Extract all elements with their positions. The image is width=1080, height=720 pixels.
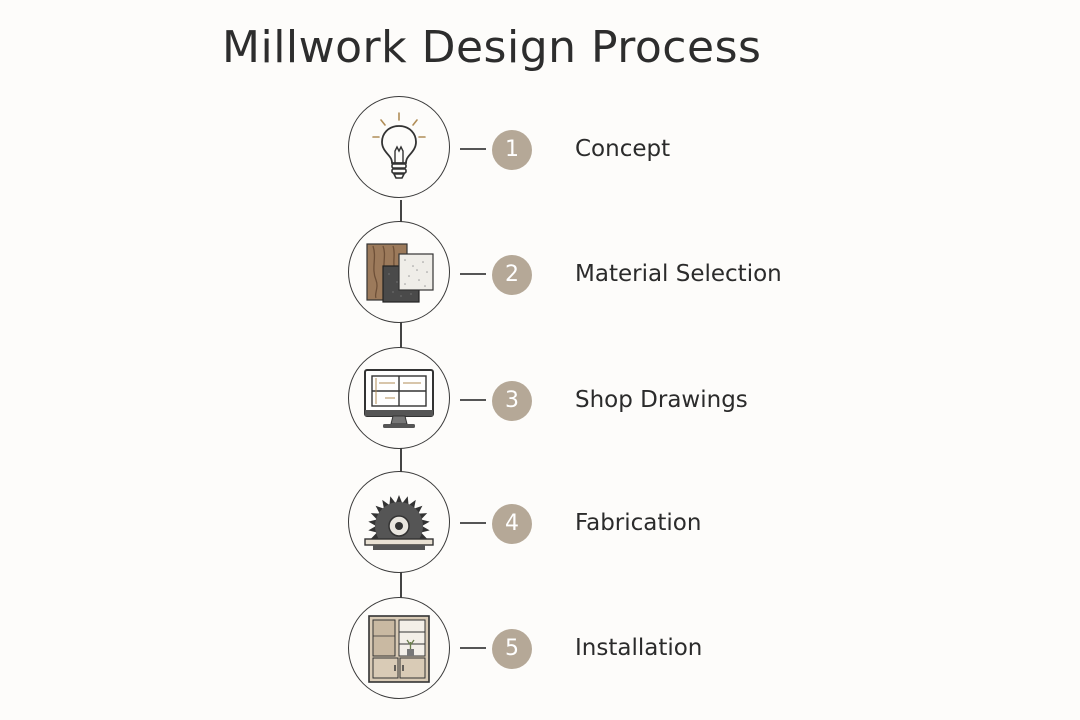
step-5-number-badge: 5 — [492, 629, 532, 669]
step-4-number-badge: 4 — [492, 504, 532, 544]
step-5-label: Installation — [575, 635, 703, 661]
step-4-tick — [460, 522, 486, 524]
lightbulb-icon — [372, 112, 426, 179]
step-1-icon-circle — [348, 96, 450, 198]
cabinet-icon — [368, 615, 430, 683]
computer-monitor-icon — [364, 369, 434, 428]
step-4-label: Fabrication — [575, 510, 702, 536]
step-3-label: Shop Drawings — [575, 387, 748, 413]
material-samples-icon — [366, 243, 434, 303]
step-2-tick — [460, 273, 486, 275]
step-5-icon-circle — [348, 597, 450, 699]
step-1-number-badge: 1 — [492, 130, 532, 170]
step-4-icon-circle — [348, 471, 450, 573]
step-5-tick — [460, 647, 486, 649]
step-3-tick — [460, 399, 486, 401]
saw-blade-icon — [364, 495, 434, 550]
page-title: Millwork Design Process — [222, 22, 762, 73]
step-2-number-badge: 2 — [492, 255, 532, 295]
step-3-number-badge: 3 — [492, 381, 532, 421]
step-2-icon-circle — [348, 221, 450, 323]
step-3-icon-circle — [348, 347, 450, 449]
step-1-label: Concept — [575, 136, 671, 162]
step-1-tick — [460, 148, 486, 150]
step-2-label: Material Selection — [575, 261, 782, 287]
